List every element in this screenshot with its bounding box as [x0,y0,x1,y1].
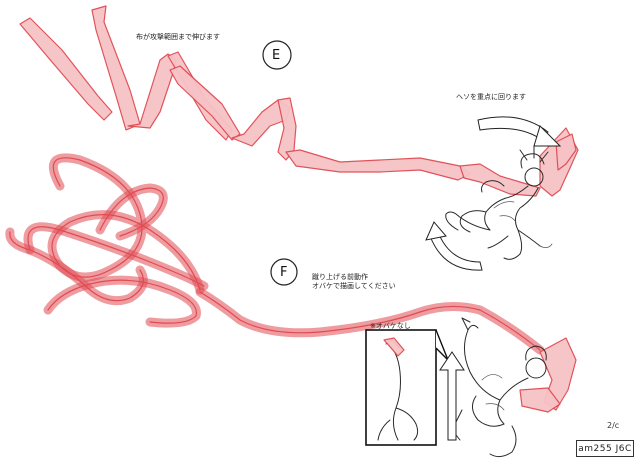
upward-arrow [439,351,465,441]
ribbon-e [19,5,579,197]
section-f-label: F [280,265,288,280]
note-no-ghost: ※オバケなし [370,322,411,330]
section-f-circle [270,258,298,286]
note-kick-prep: 蹴り上げる前動作 [312,273,368,281]
section-e-circle [262,40,292,70]
figure-e-sketch [445,145,553,260]
note-ghost-draw: オバケで描画してください [312,282,396,290]
note-ribbon-extends: 布が攻撃範囲まで伸びます [136,33,220,41]
inset-frame [365,329,449,446]
note-rotate-navel: ヘソを重点に回ります [456,93,526,101]
rotation-arrows [425,116,562,271]
page-number: 2/c [607,421,620,430]
cut-code-badge: am255 J6C [576,440,634,457]
section-e-label: E [272,48,281,63]
figure-f-sketch [451,317,547,458]
ribbon-f [5,153,577,413]
